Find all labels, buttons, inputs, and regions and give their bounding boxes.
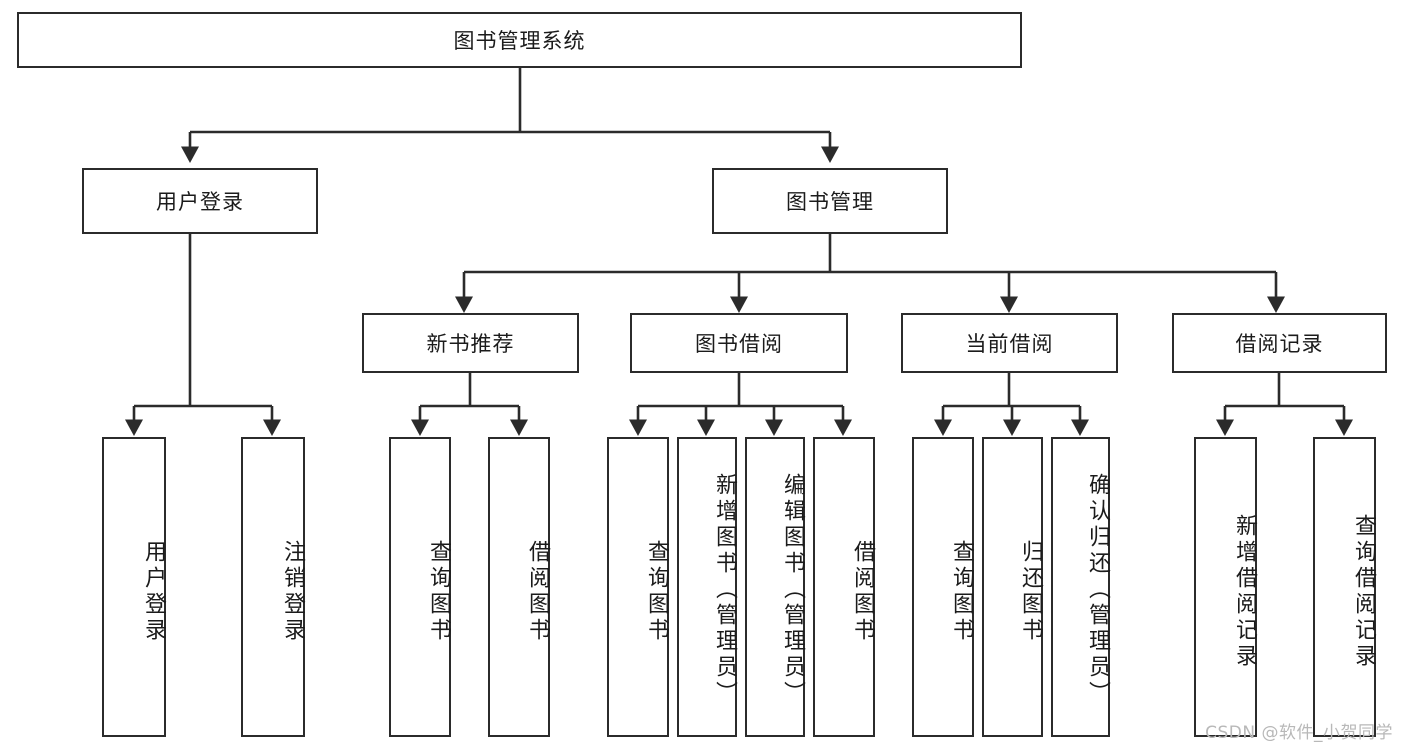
node-label: 注销登录: [280, 540, 305, 644]
node-label: 图书管理系统: [453, 29, 586, 53]
node-new-book-recommend[interactable]: 新书推荐: [362, 313, 579, 373]
leaf-current-borrow-query-book[interactable]: 查询图书: [912, 437, 974, 737]
node-label: 图书管理: [786, 190, 874, 214]
node-label: 归还图书: [1018, 540, 1043, 644]
node-label: 图书借阅: [695, 332, 783, 356]
node-label: 用户登录: [141, 540, 166, 644]
leaf-book-borrow-edit-book-admin[interactable]: 编辑图书（管理员）: [745, 437, 805, 737]
node-label: 新书推荐: [426, 332, 515, 356]
leaf-borrow-record-query-record[interactable]: 查询借阅记录: [1313, 437, 1376, 737]
node-root-book-management-system[interactable]: 图书管理系统: [17, 12, 1022, 68]
node-book-management[interactable]: 图书管理: [712, 168, 948, 234]
node-current-borrow[interactable]: 当前借阅: [901, 313, 1118, 373]
node-label: 查询图书: [644, 540, 669, 644]
node-label: 查询图书: [426, 540, 451, 644]
node-book-borrow[interactable]: 图书借阅: [630, 313, 848, 373]
node-label: 编辑图书（管理员）: [780, 473, 805, 707]
node-borrow-record[interactable]: 借阅记录: [1172, 313, 1387, 373]
leaf-book-borrow-query-book[interactable]: 查询图书: [607, 437, 669, 737]
leaf-borrow-record-add-record[interactable]: 新增借阅记录: [1194, 437, 1257, 737]
leaf-user-login-login[interactable]: 用户登录: [102, 437, 166, 737]
node-label: 确认归还（管理员）: [1085, 473, 1110, 707]
node-user-login[interactable]: 用户登录: [82, 168, 318, 234]
leaf-new-book-borrow-book[interactable]: 借阅图书: [488, 437, 550, 737]
node-label: 查询图书: [949, 540, 974, 644]
watermark-text: CSDN @软件_小贺同学: [1205, 723, 1393, 743]
node-label: 当前借阅: [965, 332, 1054, 356]
node-label: 借阅记录: [1235, 332, 1324, 356]
leaf-user-login-logout[interactable]: 注销登录: [241, 437, 305, 737]
leaf-book-borrow-add-book-admin[interactable]: 新增图书（管理员）: [677, 437, 737, 737]
leaf-current-borrow-confirm-return-admin[interactable]: 确认归还（管理员）: [1051, 437, 1110, 737]
leaf-current-borrow-return-book[interactable]: 归还图书: [982, 437, 1043, 737]
leaf-new-book-query-book[interactable]: 查询图书: [389, 437, 451, 737]
node-label: 用户登录: [156, 190, 244, 214]
node-label: 借阅图书: [850, 540, 875, 644]
node-label: 新增借阅记录: [1232, 514, 1257, 670]
node-label: 查询借阅记录: [1351, 514, 1376, 670]
node-label: 借阅图书: [525, 540, 550, 644]
leaf-book-borrow-borrow-book[interactable]: 借阅图书: [813, 437, 875, 737]
node-label: 新增图书（管理员）: [712, 473, 737, 707]
